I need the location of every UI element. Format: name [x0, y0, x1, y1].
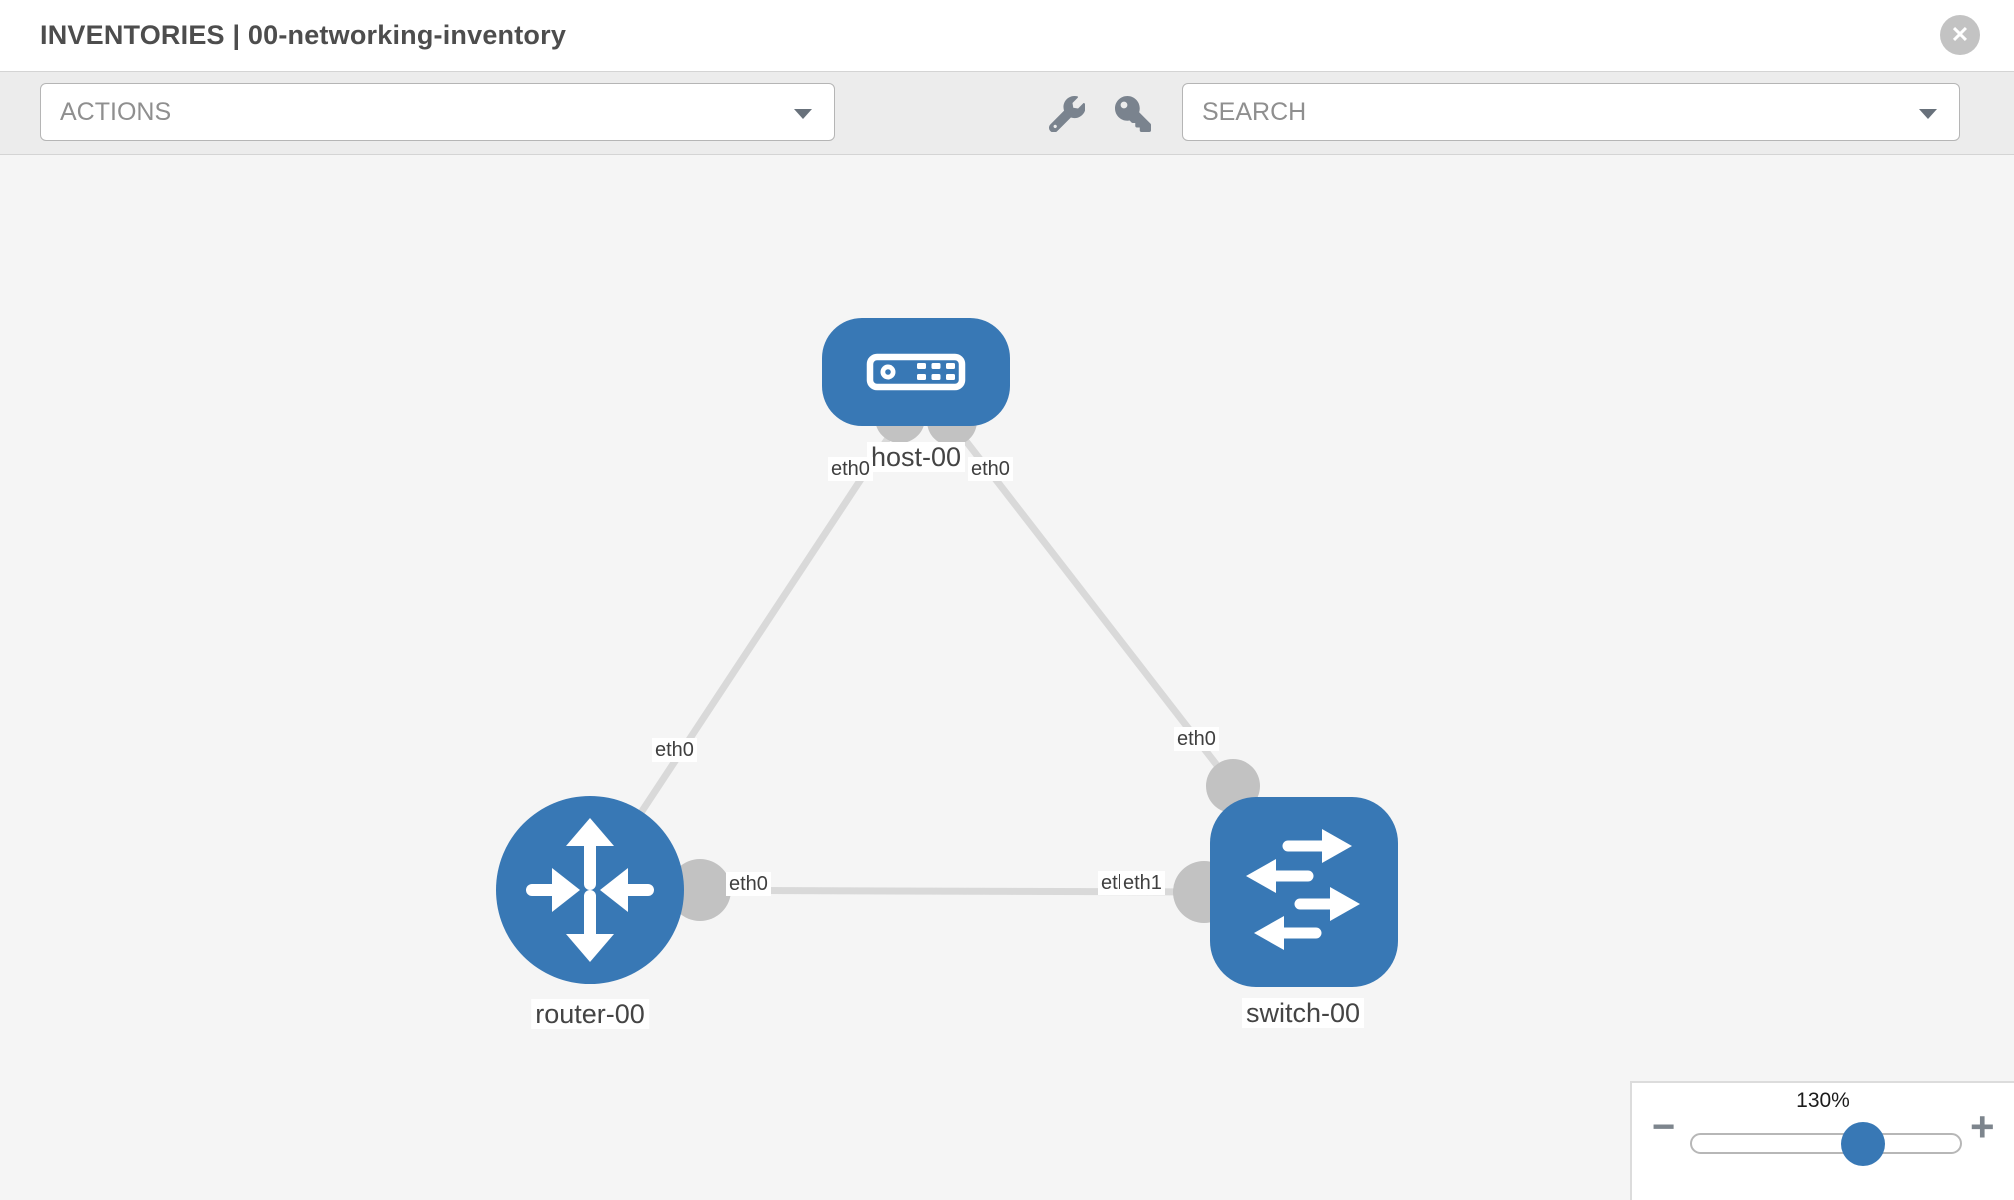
switch-node-shape[interactable] — [1210, 797, 1398, 987]
close-icon[interactable]: ✕ — [1940, 15, 1980, 55]
node-label-switch-00: switch-00 — [1241, 998, 1365, 1028]
router-icon — [526, 818, 654, 962]
chevron-down-icon — [794, 109, 812, 119]
wrench-icon[interactable] — [1049, 96, 1085, 132]
toolbar: ACTIONS SEARCH — [0, 72, 2014, 155]
zoom-control-panel: 130% − + — [1630, 1081, 2014, 1200]
search-input[interactable]: SEARCH — [1202, 98, 1307, 126]
key-icon[interactable] — [1115, 96, 1151, 132]
node-label-router-00: router-00 — [531, 999, 649, 1029]
page-title: INVENTORIES | 00-networking-inventory — [40, 20, 567, 50]
zoom-in-button[interactable]: + — [1970, 1103, 1995, 1150]
interface-label-router-eth0-top: eth0 — [652, 738, 697, 762]
zoom-level-value: 130% — [1796, 1089, 1850, 1112]
interface-label-switch-eth0-top: eth0 — [1174, 727, 1219, 751]
node-router-00[interactable] — [496, 796, 684, 984]
zoom-slider-track[interactable] — [1690, 1133, 1962, 1154]
interface-label-host-eth0-right: eth0 — [968, 457, 1013, 481]
node-label-host-00: host-00 — [866, 442, 966, 472]
chevron-down-icon — [1919, 109, 1937, 119]
interface-label-router-eth0-right: eth0 — [726, 872, 771, 896]
zoom-slider-thumb[interactable] — [1841, 1122, 1885, 1166]
actions-dropdown-label: ACTIONS — [60, 98, 172, 126]
zoom-out-button[interactable]: − — [1652, 1105, 1676, 1149]
switch-icon — [1246, 829, 1360, 950]
interface-label-host-eth0-left: eth0 — [828, 457, 873, 481]
link-host-switch[interactable] — [949, 420, 1236, 789]
node-switch-00[interactable] — [1210, 797, 1398, 987]
interface-label-switch-eth1-left: eth1 — [1120, 871, 1165, 895]
node-host-00[interactable] — [822, 318, 1010, 426]
actions-dropdown[interactable]: ACTIONS — [40, 83, 835, 141]
host-icon — [866, 353, 966, 391]
search-dropdown[interactable]: SEARCH — [1182, 83, 1960, 141]
host-node-shape[interactable] — [822, 318, 1010, 426]
header-bar: INVENTORIES | 00-networking-inventory ✕ — [0, 0, 2014, 72]
interface-connector-router-eth0[interactable] — [669, 859, 731, 921]
